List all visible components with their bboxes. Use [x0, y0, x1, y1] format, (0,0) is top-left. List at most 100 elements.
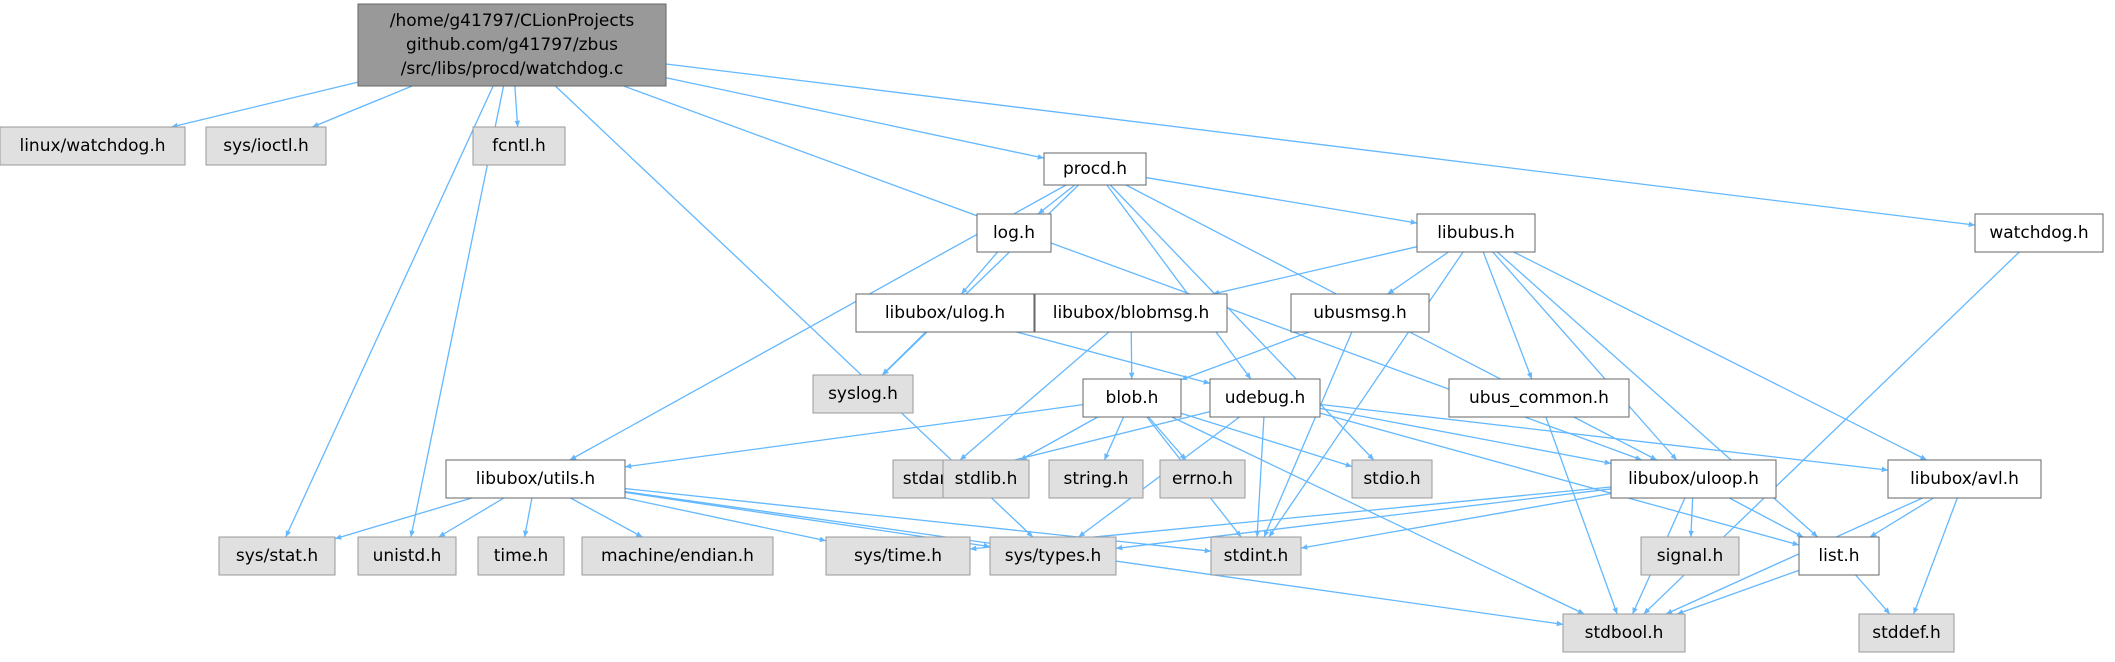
node-syslog-h: syslog.h	[812, 374, 914, 414]
node-label: signal.h	[1657, 546, 1723, 566]
edge-blob-to-stdio	[1180, 412, 1353, 468]
edge-udebug-to-stdarg	[982, 410, 1211, 470]
node-box	[1416, 213, 1536, 253]
edge-libubus-to-avl	[1513, 251, 1928, 461]
edge-root-to-linux_watchdog	[171, 81, 359, 129]
node-label: /home/g41797/CLionProjects	[390, 11, 635, 31]
edge-utils-to-unistd	[438, 497, 505, 538]
node-box	[218, 536, 336, 576]
node-stdio-h: stdio.h	[1351, 459, 1433, 499]
node-udebug-h[interactable]: udebug.h	[1209, 378, 1321, 418]
node-label: errno.h	[1172, 469, 1233, 489]
edge-root-to-watchdog_h	[665, 63, 1976, 228]
node-label: watchdog.h	[1989, 223, 2088, 243]
node-box	[1351, 459, 1433, 499]
edge-libubus-to-blobmsg	[1212, 246, 1418, 296]
edge-libubus-to-stdint	[1268, 251, 1464, 538]
node-box	[477, 536, 565, 576]
edge-libubus-to-ubusmsg	[1387, 251, 1449, 295]
node-label: sys/time.h	[854, 546, 942, 566]
node-box	[1082, 378, 1182, 418]
node-label: linux/watchdog.h	[19, 136, 165, 156]
edge-avl-to-stddef	[1913, 497, 1958, 615]
node-box	[812, 374, 914, 414]
node-stdbool-h: stdbool.h	[1562, 613, 1686, 653]
node-label: sys/types.h	[1005, 546, 1102, 566]
node-home-g41797-clionprojects-github-com-g41797-zbus-src-libs-procd-watchdog-c[interactable]: /home/g41797/CLionProjectsgithub.com/g41…	[357, 3, 667, 87]
edge-ubusmsg-to-stdint	[1263, 331, 1353, 538]
node-libubox-avl-h[interactable]: libubox/avl.h	[1887, 459, 2042, 499]
node-box	[357, 3, 667, 87]
node-machine-endian-h: machine/endian.h	[581, 536, 774, 576]
node-linux-watchdog-h: linux/watchdog.h	[0, 126, 186, 166]
node-box	[445, 459, 626, 499]
node-fcntl-h: fcntl.h	[472, 126, 566, 166]
edge-utils-to-sys_stat	[334, 497, 472, 540]
edge-blob-to-errno	[1148, 416, 1187, 461]
node-libubus-h[interactable]: libubus.h	[1416, 213, 1536, 253]
edge-blob-to-string	[1103, 416, 1125, 461]
node-box	[1209, 378, 1321, 418]
node-time-h: time.h	[477, 536, 565, 576]
edge-uloop-to-sys_types	[1115, 488, 1612, 551]
edge-list-to-stdbool	[1676, 569, 1800, 615]
node-box	[1210, 536, 1302, 576]
node-libubox-uloop-h[interactable]: libubox/uloop.h	[1610, 459, 1777, 499]
node-box	[1562, 613, 1686, 653]
edge-udebug-to-sys_types	[1078, 416, 1240, 538]
edge-blobmsg-to-stdarg	[959, 331, 1110, 461]
node-blob-h[interactable]: blob.h	[1082, 378, 1182, 418]
node-label: procd.h	[1063, 159, 1127, 179]
node-watchdog-h[interactable]: watchdog.h	[1974, 213, 2104, 253]
node-libubox-ulog-h[interactable]: libubox/ulog.h	[855, 293, 1035, 333]
node-stdint-h: stdint.h	[1210, 536, 1302, 576]
edge-uloop-to-list	[1729, 497, 1804, 538]
node-label: /src/libs/procd/watchdog.c	[401, 59, 624, 79]
edge-udebug-to-avl	[1319, 403, 1889, 473]
node-label: ubusmsg.h	[1313, 303, 1407, 323]
node-label: sys/ioctl.h	[223, 136, 309, 156]
node-box	[1974, 213, 2104, 253]
node-stddef-h: stddef.h	[1858, 613, 1955, 653]
node-label: libubox/utils.h	[476, 469, 595, 489]
node-box	[205, 126, 327, 166]
node-signal-h: signal.h	[1640, 536, 1740, 576]
node-label: stddef.h	[1872, 623, 1941, 643]
node-box	[1448, 378, 1630, 418]
edge-root-to-sys_ioctl	[312, 85, 413, 128]
node-log-h[interactable]: log.h	[976, 213, 1052, 253]
node-label: stdio.h	[1363, 469, 1420, 489]
node-box	[581, 536, 774, 576]
node-list-h[interactable]: list.h	[1798, 536, 1880, 576]
edge-blob-to-stdlib	[1019, 416, 1099, 461]
node-box	[1159, 459, 1246, 499]
node-ubus-common-h[interactable]: ubus_common.h	[1448, 378, 1630, 418]
edge-log-to-ulog	[960, 251, 999, 295]
node-libubox-blobmsg-h[interactable]: libubox/blobmsg.h	[1034, 293, 1228, 333]
node-box	[1290, 293, 1430, 333]
node-box	[1048, 459, 1144, 499]
node-label: unistd.h	[373, 546, 442, 566]
node-libubox-utils-h[interactable]: libubox/utils.h	[445, 459, 626, 499]
edge-root-to-procd	[665, 77, 1045, 160]
node-procd-h[interactable]: procd.h	[1043, 152, 1147, 186]
edge-utils-to-machine_endian	[570, 497, 643, 538]
edge-blobmsg-to-blob	[1128, 331, 1135, 380]
edge-blob-to-stdbool	[1171, 416, 1585, 615]
edge-root-to-fcntl	[514, 85, 521, 128]
node-label: syslog.h	[828, 384, 898, 404]
node-label: string.h	[1064, 469, 1129, 489]
node-box	[855, 293, 1035, 333]
node-ubusmsg-h[interactable]: ubusmsg.h	[1290, 293, 1430, 333]
node-label: libubox/blobmsg.h	[1053, 303, 1210, 323]
node-stdlib-h: stdlib.h	[942, 459, 1030, 499]
node-box	[1887, 459, 2042, 499]
node-string-h: string.h	[1048, 459, 1144, 499]
edge-uloop-to-signal	[1688, 497, 1694, 538]
node-label: stdbool.h	[1585, 623, 1664, 643]
node-sys-ioctl-h: sys/ioctl.h	[205, 126, 327, 166]
edge-uloop-to-stdint	[1300, 492, 1612, 550]
node-errno-h: errno.h	[1159, 459, 1246, 499]
